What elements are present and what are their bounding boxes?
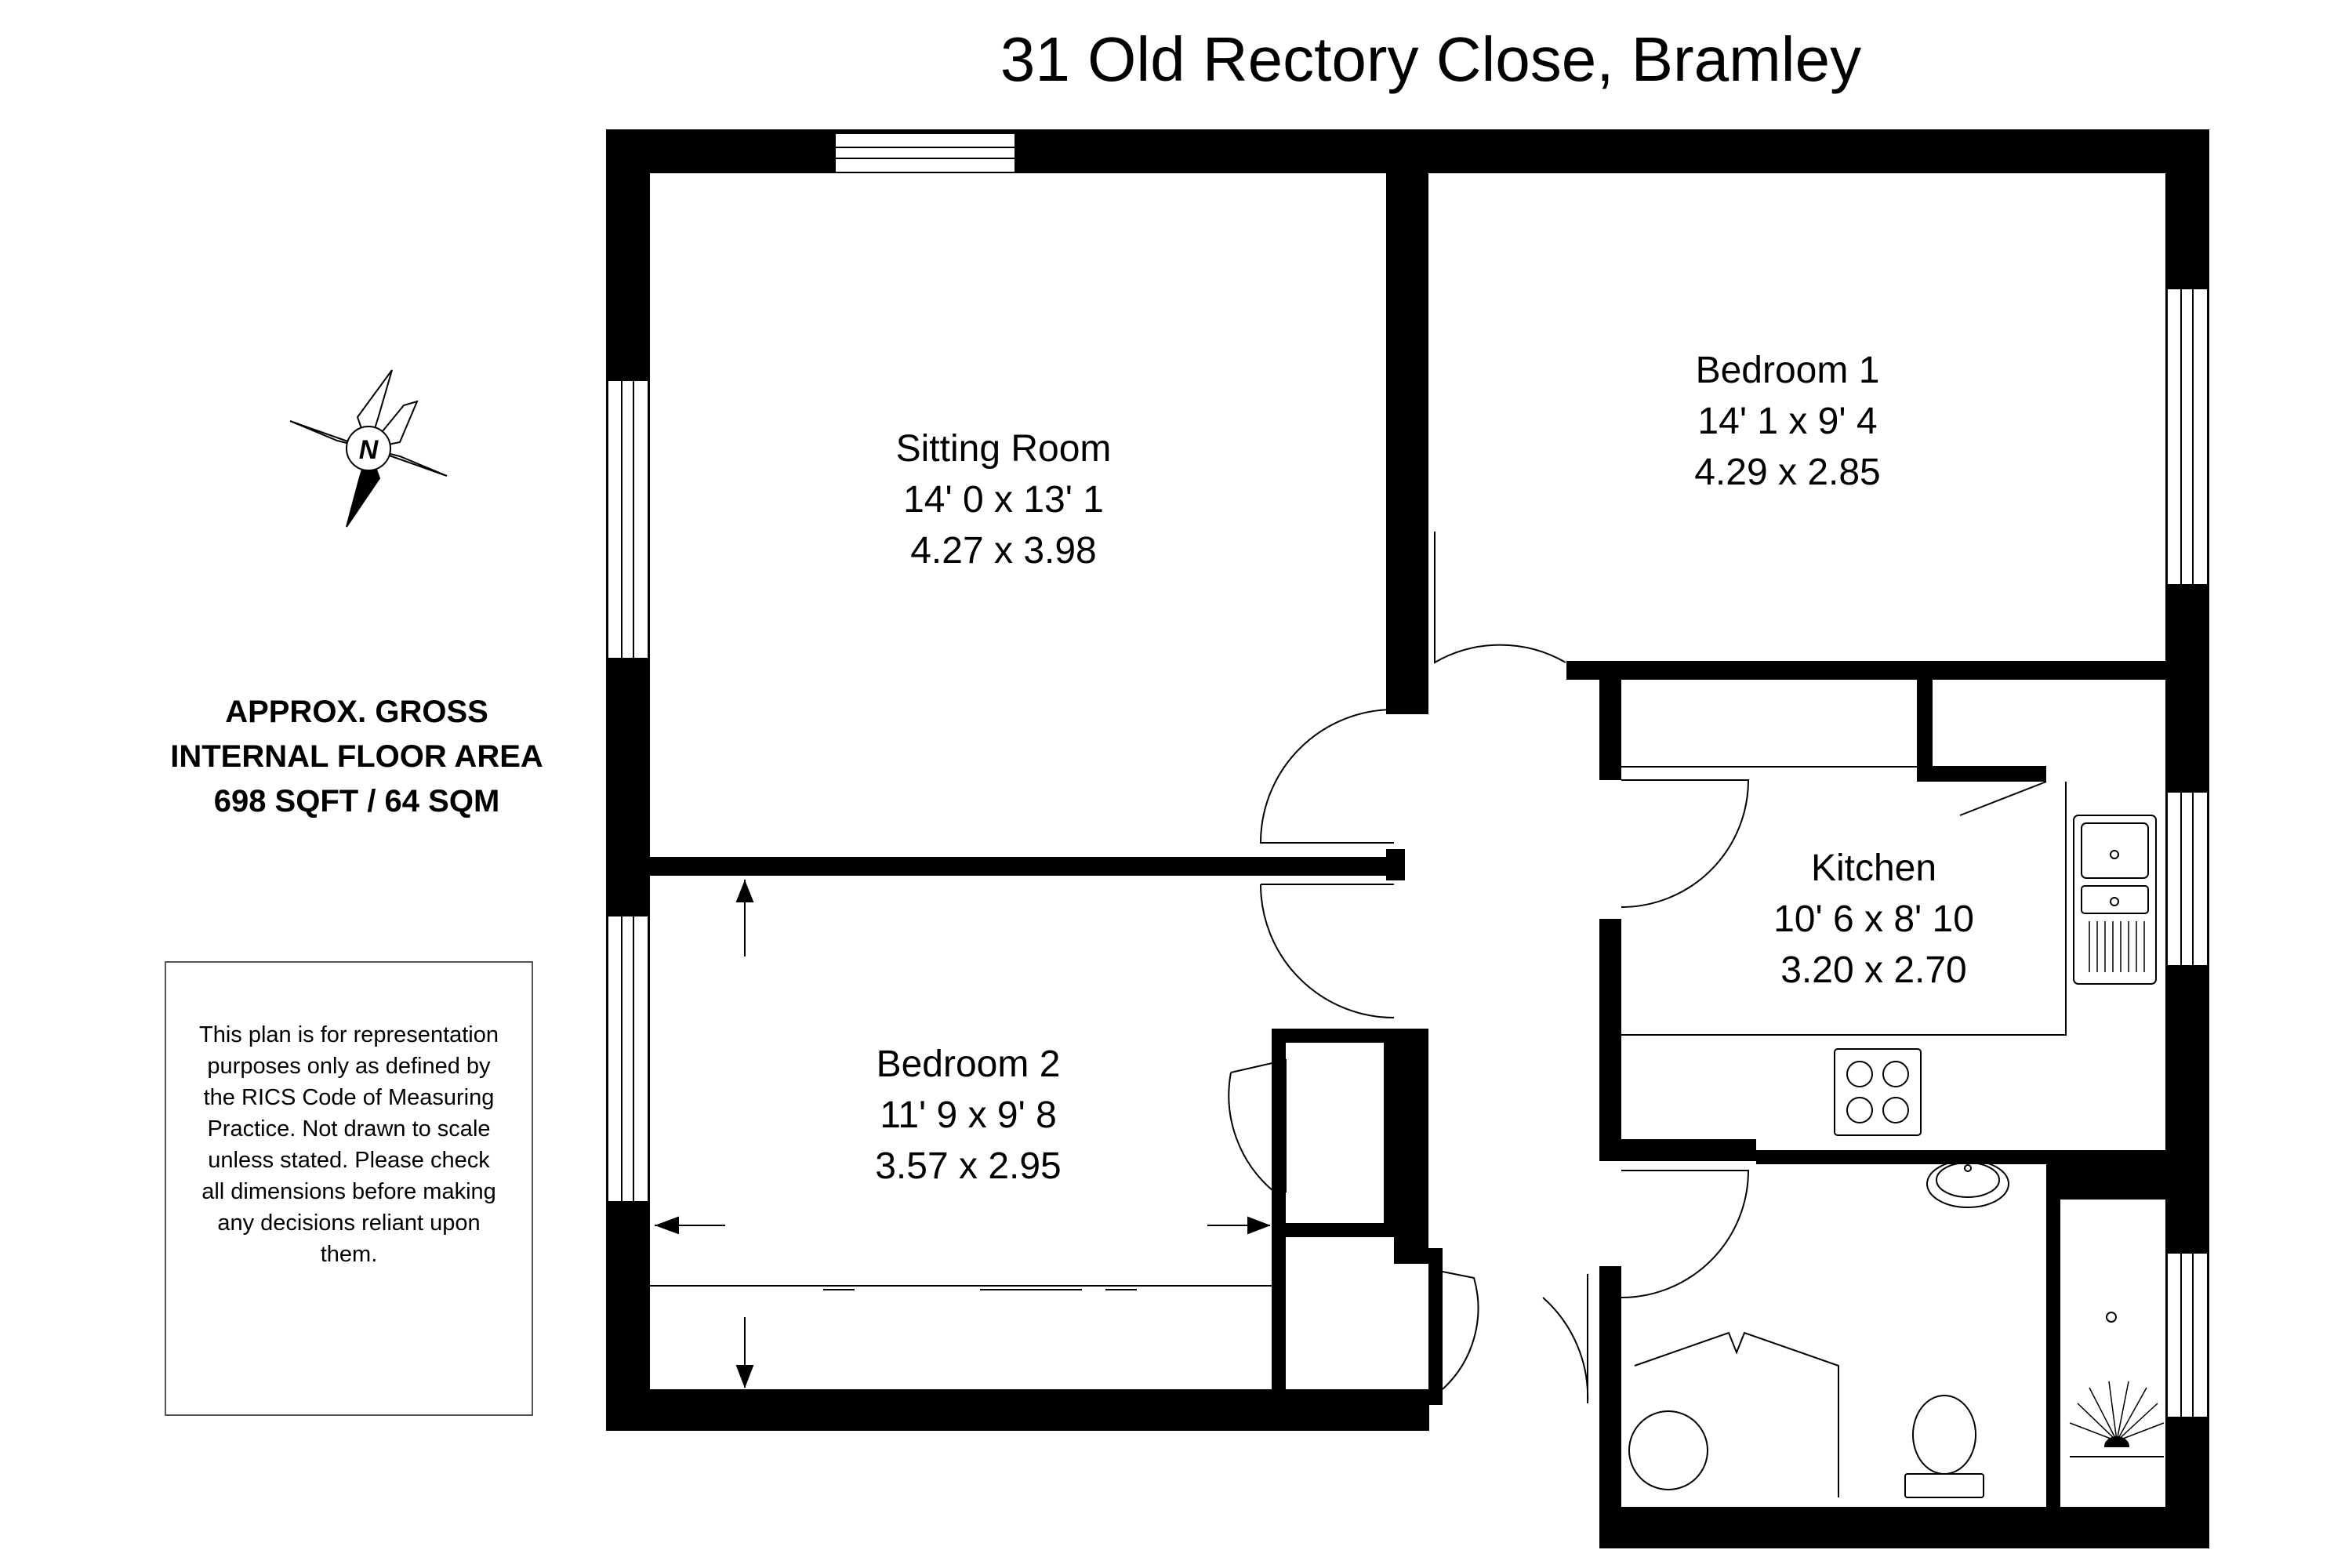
room-label-bedroom-1: Bedroom 1 14' 1 x 9' 4 4.29 x 2.85 xyxy=(1631,345,1944,498)
room-name: Kitchen xyxy=(1810,848,1937,889)
window-kitchen-right xyxy=(2166,791,2209,967)
window-sitting-top xyxy=(834,132,1016,173)
room-label-kitchen: Kitchen 10' 6 x 8' 10 3.20 x 2.70 xyxy=(1717,843,2031,996)
cylinder xyxy=(1628,1410,1708,1490)
room-imperial: 10' 6 x 8' 10 xyxy=(1773,898,1974,940)
disclaimer-box: This plan is for representation purposes… xyxy=(165,961,533,1416)
room-metric: 4.27 x 3.98 xyxy=(910,530,1097,572)
floor-area: APPROX. GROSS INTERNAL FLOOR AREA 698 SQ… xyxy=(125,690,588,824)
room-imperial: 11' 9 x 9' 8 xyxy=(880,1094,1057,1136)
window-bedroom2-left xyxy=(607,915,649,1203)
door-swings xyxy=(1228,532,2047,1404)
floor-area-line-1: APPROX. GROSS xyxy=(225,695,488,729)
basin xyxy=(1926,1160,2009,1208)
sink xyxy=(2073,815,2157,985)
hob xyxy=(1834,1048,1922,1136)
room-imperial: 14' 0 x 13' 1 xyxy=(903,479,1104,521)
room-metric: 3.57 x 2.95 xyxy=(875,1145,1062,1187)
disclaimer-text: This plan is for representation purposes… xyxy=(198,1022,499,1267)
window-bathroom-right xyxy=(2166,1252,2209,1418)
page-title: 31 Old Rectory Close, Bramley xyxy=(1000,24,1862,94)
shower-spray xyxy=(2069,1381,2165,1442)
room-metric: 4.29 x 2.85 xyxy=(1694,452,1881,493)
window-bedroom1-right xyxy=(2166,288,2209,586)
room-label-bedroom-2: Bedroom 2 11' 9 x 9' 8 3.57 x 2.95 xyxy=(811,1039,1125,1192)
windows xyxy=(607,132,2209,1418)
floor-area-line-3: 698 SQFT / 64 SQM xyxy=(213,784,500,818)
compass-icon xyxy=(289,369,448,528)
toilet-bowl xyxy=(1912,1395,1976,1475)
wardrobe xyxy=(650,880,1272,1388)
kitchen-fittings xyxy=(1621,782,2157,1136)
room-name: Bedroom 1 xyxy=(1695,350,1880,391)
toilet-cistern xyxy=(1904,1473,1984,1498)
room-name: Bedroom 2 xyxy=(876,1044,1061,1085)
room-imperial: 14' 1 x 9' 4 xyxy=(1697,401,1878,442)
inner-walls xyxy=(650,173,2165,1509)
window-sitting-left xyxy=(607,379,649,659)
room-metric: 3.20 x 2.70 xyxy=(1780,949,1967,991)
bathroom-fittings xyxy=(1628,1160,2165,1498)
floor-area-line-2: INTERNAL FLOOR AREA xyxy=(170,739,543,774)
room-label-sitting-room: Sitting Room 14' 0 x 13' 1 4.27 x 3.98 xyxy=(847,423,1160,576)
room-name: Sitting Room xyxy=(895,428,1112,470)
compass-label: N xyxy=(359,435,379,465)
